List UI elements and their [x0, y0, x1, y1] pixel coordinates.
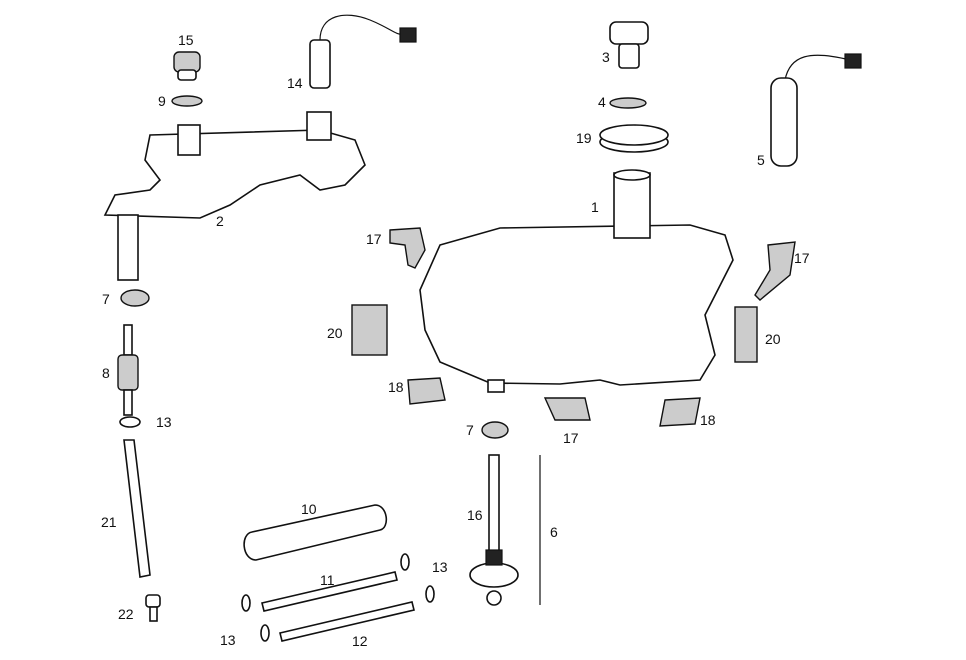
seal-ring	[599, 124, 669, 153]
label-10: 10	[301, 501, 317, 517]
label-7: 7	[102, 291, 110, 307]
label-20b: 20	[765, 331, 781, 347]
label-18: 18	[388, 379, 404, 395]
label-21: 21	[101, 514, 117, 530]
hose-clamp-2	[481, 421, 509, 439]
washer-4	[609, 97, 647, 109]
label-14: 14	[287, 75, 303, 91]
fuel-hose	[123, 439, 151, 578]
label-13: 13	[156, 414, 172, 430]
label-11: 11	[320, 572, 335, 588]
label-4: 4	[598, 94, 606, 110]
label-12: 12	[352, 633, 368, 649]
label-17c: 17	[563, 430, 579, 446]
hose-plug	[145, 594, 161, 622]
label-6: 6	[550, 524, 558, 540]
fuel-tap	[469, 454, 519, 606]
hose-clip	[119, 416, 141, 428]
label-17b: 17	[794, 250, 810, 266]
label-2: 2	[216, 213, 224, 229]
label-1: 1	[591, 199, 599, 215]
label-5: 5	[757, 152, 765, 168]
oil-tank	[103, 111, 366, 281]
hose-clamp	[120, 289, 150, 307]
label-15: 15	[178, 32, 194, 48]
vent-hose	[279, 601, 415, 642]
fuel-tank-cap	[609, 21, 649, 69]
label-17: 17	[366, 231, 382, 247]
label-13c: 13	[220, 632, 236, 648]
tank-cap-small	[173, 51, 201, 81]
hose-clips	[241, 553, 435, 642]
label-20: 20	[327, 325, 343, 341]
label-3: 3	[602, 49, 610, 65]
label-16: 16	[467, 507, 483, 523]
label-8: 8	[102, 365, 110, 381]
label-18b: 18	[700, 412, 716, 428]
rubber-pads	[351, 227, 796, 427]
breather-hose	[261, 571, 398, 612]
label-13b: 13	[432, 559, 448, 575]
washer	[171, 95, 203, 107]
sleeve-hose	[243, 504, 388, 561]
label-19: 19	[576, 130, 592, 146]
label-9: 9	[158, 93, 166, 109]
fuel-tank	[419, 169, 734, 393]
fuel-filter	[117, 324, 139, 416]
fuel-level-sender	[770, 53, 862, 167]
fuel-sender-small	[309, 14, 417, 89]
label-22: 22	[118, 606, 134, 622]
label-7b: 7	[466, 422, 474, 438]
